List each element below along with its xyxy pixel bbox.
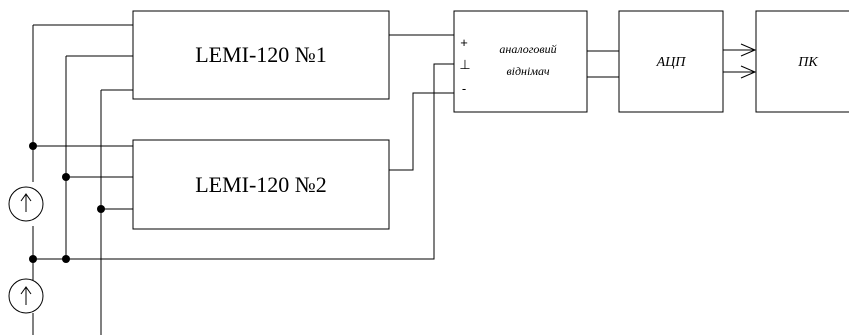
junction-dot	[29, 255, 37, 263]
subtractor-ground-input-sign: ⊥	[459, 57, 470, 72]
analog-subtractor-block	[453, 10, 588, 113]
pc-block	[755, 10, 849, 113]
adc-to-pc-arrows	[723, 43, 757, 79]
adc-block	[618, 10, 724, 113]
lemi-120-2-block	[132, 139, 390, 230]
ground-return-wire	[33, 63, 454, 260]
current-source-1-icon	[8, 186, 44, 222]
junction-dot	[97, 205, 105, 213]
current-source-2-icon	[8, 278, 44, 314]
pc-label: ПК	[797, 55, 818, 70]
lemi-120-1-label: LEMI-120 №1	[195, 42, 327, 67]
subtractor-plus-input-sign: +	[460, 35, 468, 50]
lemi2-output-to-minus-wire	[389, 92, 454, 171]
junction-dot	[29, 142, 37, 150]
junction-dot	[62, 255, 70, 263]
lemi-120-2-label: LEMI-120 №2	[195, 172, 327, 197]
adc-label: АЦП	[656, 55, 687, 70]
subtractor-minus-input-sign: -	[462, 81, 466, 96]
subtractor-label-line1: аналоговий	[499, 42, 556, 56]
junction-dot	[62, 173, 70, 181]
subtractor-label-line2: віднімач	[506, 64, 549, 78]
lemi-120-1-block	[132, 10, 390, 100]
